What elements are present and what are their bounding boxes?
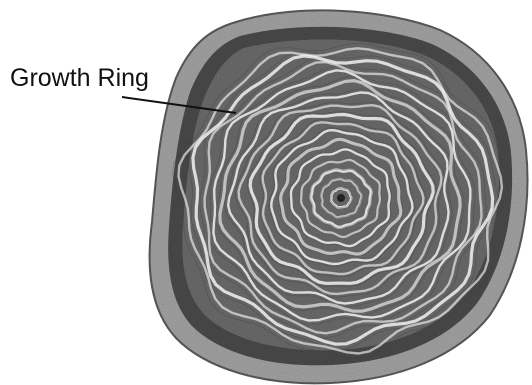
growth-ring-label: Growth Ring	[10, 64, 149, 92]
pith-center	[337, 194, 345, 202]
